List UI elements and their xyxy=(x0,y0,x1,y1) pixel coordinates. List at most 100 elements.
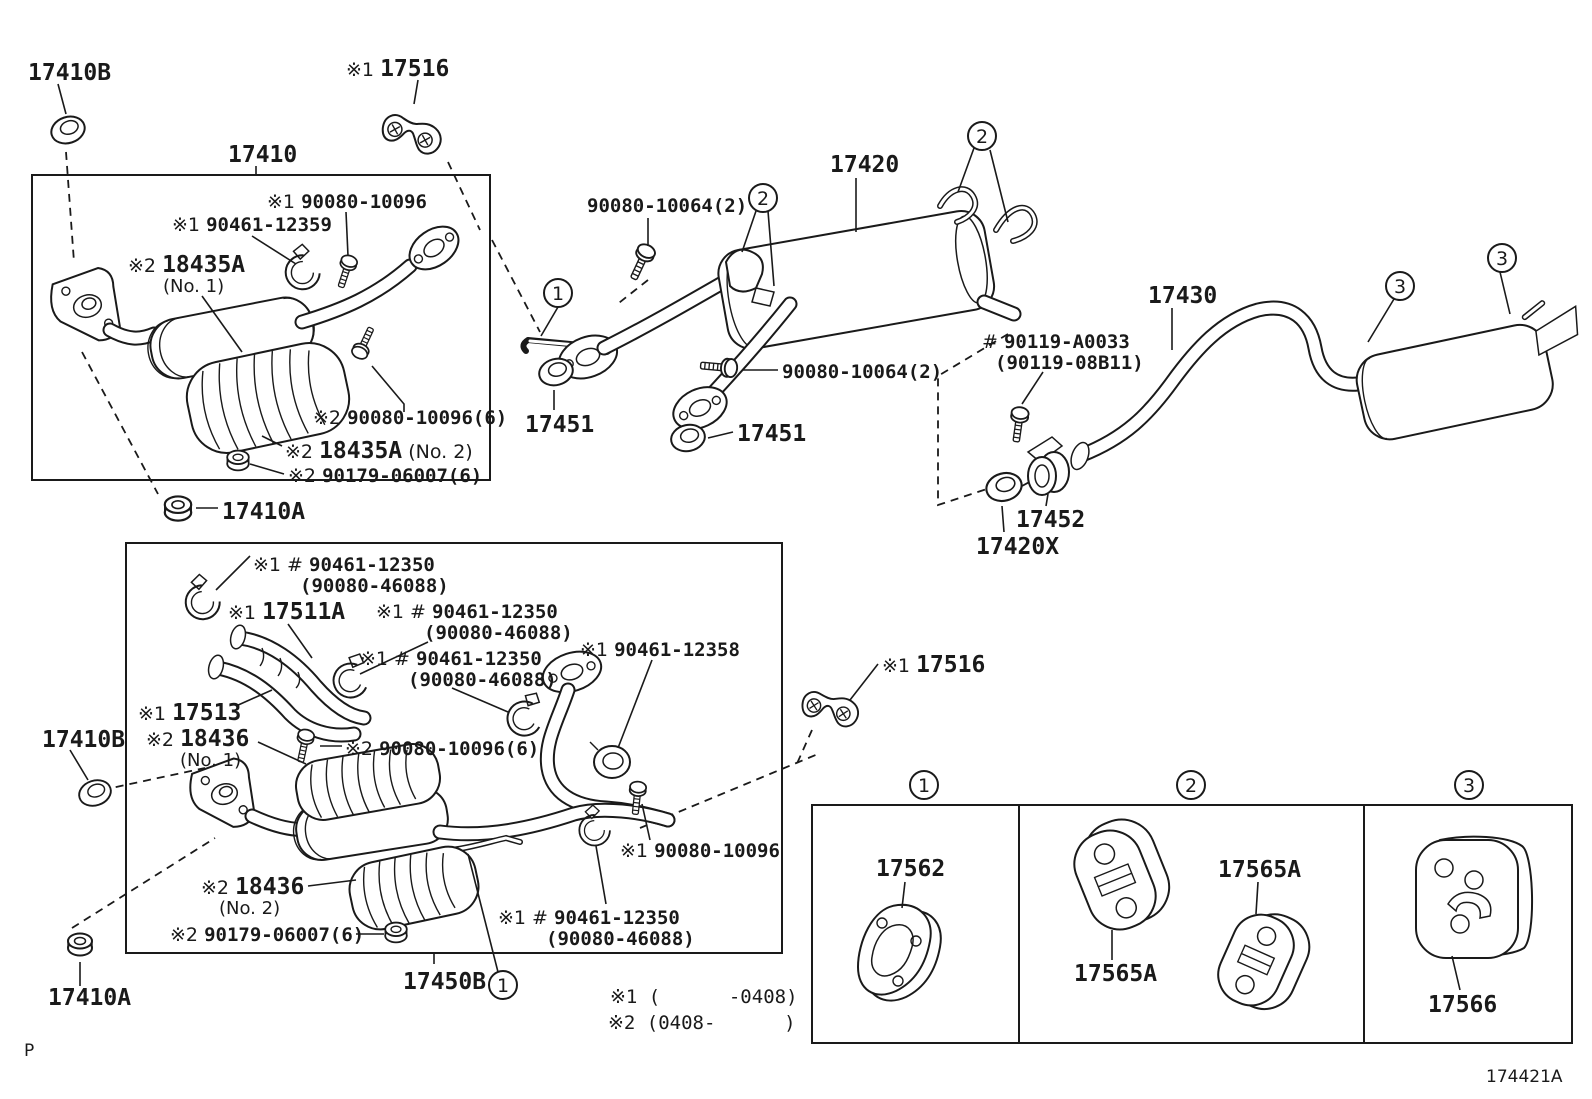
bracket-17516-icon xyxy=(378,111,446,158)
label-17420X[interactable]: 17420X xyxy=(976,534,1059,560)
callout-1-center[interactable]: 1 xyxy=(543,278,573,308)
label-17420[interactable]: 17420 xyxy=(830,152,899,178)
label-17410A-low[interactable]: 17410A xyxy=(48,985,131,1011)
label-90080-46088-d: (90080-46088) xyxy=(546,928,695,950)
label-17516-top[interactable]: ※1 17516 xyxy=(346,56,449,82)
tailpipe-assembly-17430 xyxy=(982,300,1579,506)
diagram-code: 174421A xyxy=(1486,1067,1563,1087)
page-corner-mark: P xyxy=(24,1041,34,1061)
label-18436-no1[interactable]: ※2 18436 xyxy=(146,726,249,752)
label-17562[interactable]: 17562 xyxy=(876,856,945,882)
label-90461-12350-a[interactable]: ※1 # 90461-12350 xyxy=(253,554,435,576)
legend-table xyxy=(811,804,1573,1044)
label-17410A[interactable]: 17410A xyxy=(222,499,305,525)
label-17513[interactable]: ※1 17513 xyxy=(138,700,241,726)
label-90080-10096[interactable]: ※1 90080-10096 xyxy=(267,191,427,213)
inlet-bracket xyxy=(724,248,764,293)
label-17565A-b[interactable]: 17565A xyxy=(1218,857,1301,883)
clamp-90461-12358-icon xyxy=(589,741,631,779)
label-17511A[interactable]: ※1 17511A xyxy=(228,599,345,625)
tail-flange xyxy=(672,386,728,430)
label-17452[interactable]: 17452 xyxy=(1016,507,1085,533)
label-90119-08B11: (90119-08B11) xyxy=(995,352,1144,374)
svg-text:2: 2 xyxy=(757,188,769,210)
heat-shield-18436-no2 xyxy=(348,845,480,931)
label-17451-a[interactable]: 17451 xyxy=(525,412,594,438)
callout-1-bottom[interactable]: 1 xyxy=(488,970,518,1000)
svg-text:3: 3 xyxy=(1496,248,1508,270)
legend-hanger-17565A-b xyxy=(1217,913,1311,1010)
gasket-17410B-icon-low xyxy=(74,775,116,811)
nut-90179-06007-icon-b xyxy=(384,921,408,944)
svg-text:2: 2 xyxy=(1185,775,1197,797)
legend-hanger-17565A-a xyxy=(1073,818,1171,931)
label-18435A-no2[interactable]: ※2 18435A (No. 2) xyxy=(285,438,473,464)
clamp-90461-12359-icon xyxy=(279,241,324,294)
bracket-17516-icon-r xyxy=(798,689,862,730)
label-17450B[interactable]: 17450B xyxy=(403,969,486,995)
label-90461-12350-b[interactable]: ※1 # 90461-12350 xyxy=(376,601,558,623)
clamp-90461-12350-icon-a xyxy=(177,570,225,625)
label-90080-10096-6[interactable]: ※2 90080-10096(6) xyxy=(313,407,507,429)
label-90080-10096c[interactable]: ※1 90080-10096 xyxy=(620,840,780,862)
label-17451-b[interactable]: 17451 xyxy=(737,421,806,447)
front-pipe-box-17450B xyxy=(125,542,783,954)
legend-callout-2[interactable]: 2 xyxy=(1176,770,1206,800)
legend-hanger-17562 xyxy=(856,903,942,1002)
label-17410B-top[interactable]: 17410B xyxy=(28,60,111,86)
callout-3-a[interactable]: 3 xyxy=(1385,271,1415,301)
label-90080-10064-b[interactable]: 90080-10064(2) xyxy=(782,361,942,383)
outlet-flange xyxy=(408,225,460,271)
heat-shield-18436-no1 xyxy=(295,743,441,821)
bolt-90080-10096-6-icon-b xyxy=(291,727,317,765)
nut-17410A-icon xyxy=(163,495,193,522)
front-pipe-assembly-17410 xyxy=(50,225,460,472)
label-17516-right[interactable]: ※1 17516 xyxy=(882,652,985,678)
label-90179-06007[interactable]: ※2 90179-06007(6) xyxy=(288,465,482,487)
nut-90179-06007-icon xyxy=(226,449,250,472)
label-90461-12350-d[interactable]: ※1 # 90461-12350 xyxy=(498,907,680,929)
callout-2-a[interactable]: 2 xyxy=(748,183,778,213)
label-90461-12358[interactable]: ※1 90461-12358 xyxy=(580,639,740,661)
callout-3-b[interactable]: 3 xyxy=(1487,243,1517,273)
label-17565A-a[interactable]: 17565A xyxy=(1074,961,1157,987)
inlet-flange xyxy=(50,267,121,342)
center-muffler-assembly-17420 xyxy=(520,186,1038,456)
label-17410B-low[interactable]: 17410B xyxy=(42,727,125,753)
label-90461-12359[interactable]: ※1 90461-12359 xyxy=(172,214,332,236)
front-pipe-assembly-17450B xyxy=(177,570,676,944)
label-18436-no2[interactable]: ※2 18436 xyxy=(201,874,304,900)
svg-text:2: 2 xyxy=(976,126,988,148)
part-labels: 17410B ※1 17516 17410 ※1 90080-10096 ※1 … xyxy=(28,56,1497,1018)
callout-2-b[interactable]: 2 xyxy=(967,121,997,151)
label-90080-46088-a: (90080-46088) xyxy=(300,575,449,597)
svg-text:1: 1 xyxy=(497,975,509,997)
label-90080-10096-6b[interactable]: ※2 90080-10096(6) xyxy=(345,738,539,760)
note-applicability-2: ※2 (0408- ) xyxy=(608,1012,796,1034)
legend-mount-17566 xyxy=(1415,835,1534,959)
svg-text:3: 3 xyxy=(1463,775,1475,797)
bolt-90080-10064-icon-a xyxy=(624,240,659,284)
bolt-90119-icon xyxy=(1006,405,1031,444)
clamp-17452-icon xyxy=(1027,451,1070,496)
label-17566[interactable]: 17566 xyxy=(1428,992,1497,1018)
label-18435A-no1-sub: (No. 1) xyxy=(163,276,224,297)
svg-text:1: 1 xyxy=(552,283,564,305)
legend-callout-3[interactable]: 3 xyxy=(1454,770,1484,800)
label-17430[interactable]: 17430 xyxy=(1148,283,1217,309)
label-18435A-no1[interactable]: ※2 18435A xyxy=(128,252,245,278)
note-applicability-1: ※1 ( -0408) xyxy=(610,986,798,1008)
upper-flange xyxy=(541,650,603,694)
label-90119-A0033[interactable]: # 90119-A0033 xyxy=(982,331,1130,353)
label-90080-10064-a[interactable]: 90080-10064(2) xyxy=(587,195,747,217)
label-90461-12350-c[interactable]: ※1 # 90461-12350 xyxy=(360,648,542,670)
label-90080-46088-c: (90080-46088) xyxy=(408,669,557,691)
bolt-90080-10096-icon xyxy=(332,252,360,291)
label-17410[interactable]: 17410 xyxy=(228,142,297,168)
callout-circles[interactable]: 1 2 2 3 3 1 1 2 3 xyxy=(488,121,1517,1000)
svg-text:3: 3 xyxy=(1394,276,1406,298)
label-90179-06007b[interactable]: ※2 90179-06007(6) xyxy=(170,924,364,946)
legend-callout-1[interactable]: 1 xyxy=(909,770,939,800)
rear-muffler-body xyxy=(1355,300,1579,441)
